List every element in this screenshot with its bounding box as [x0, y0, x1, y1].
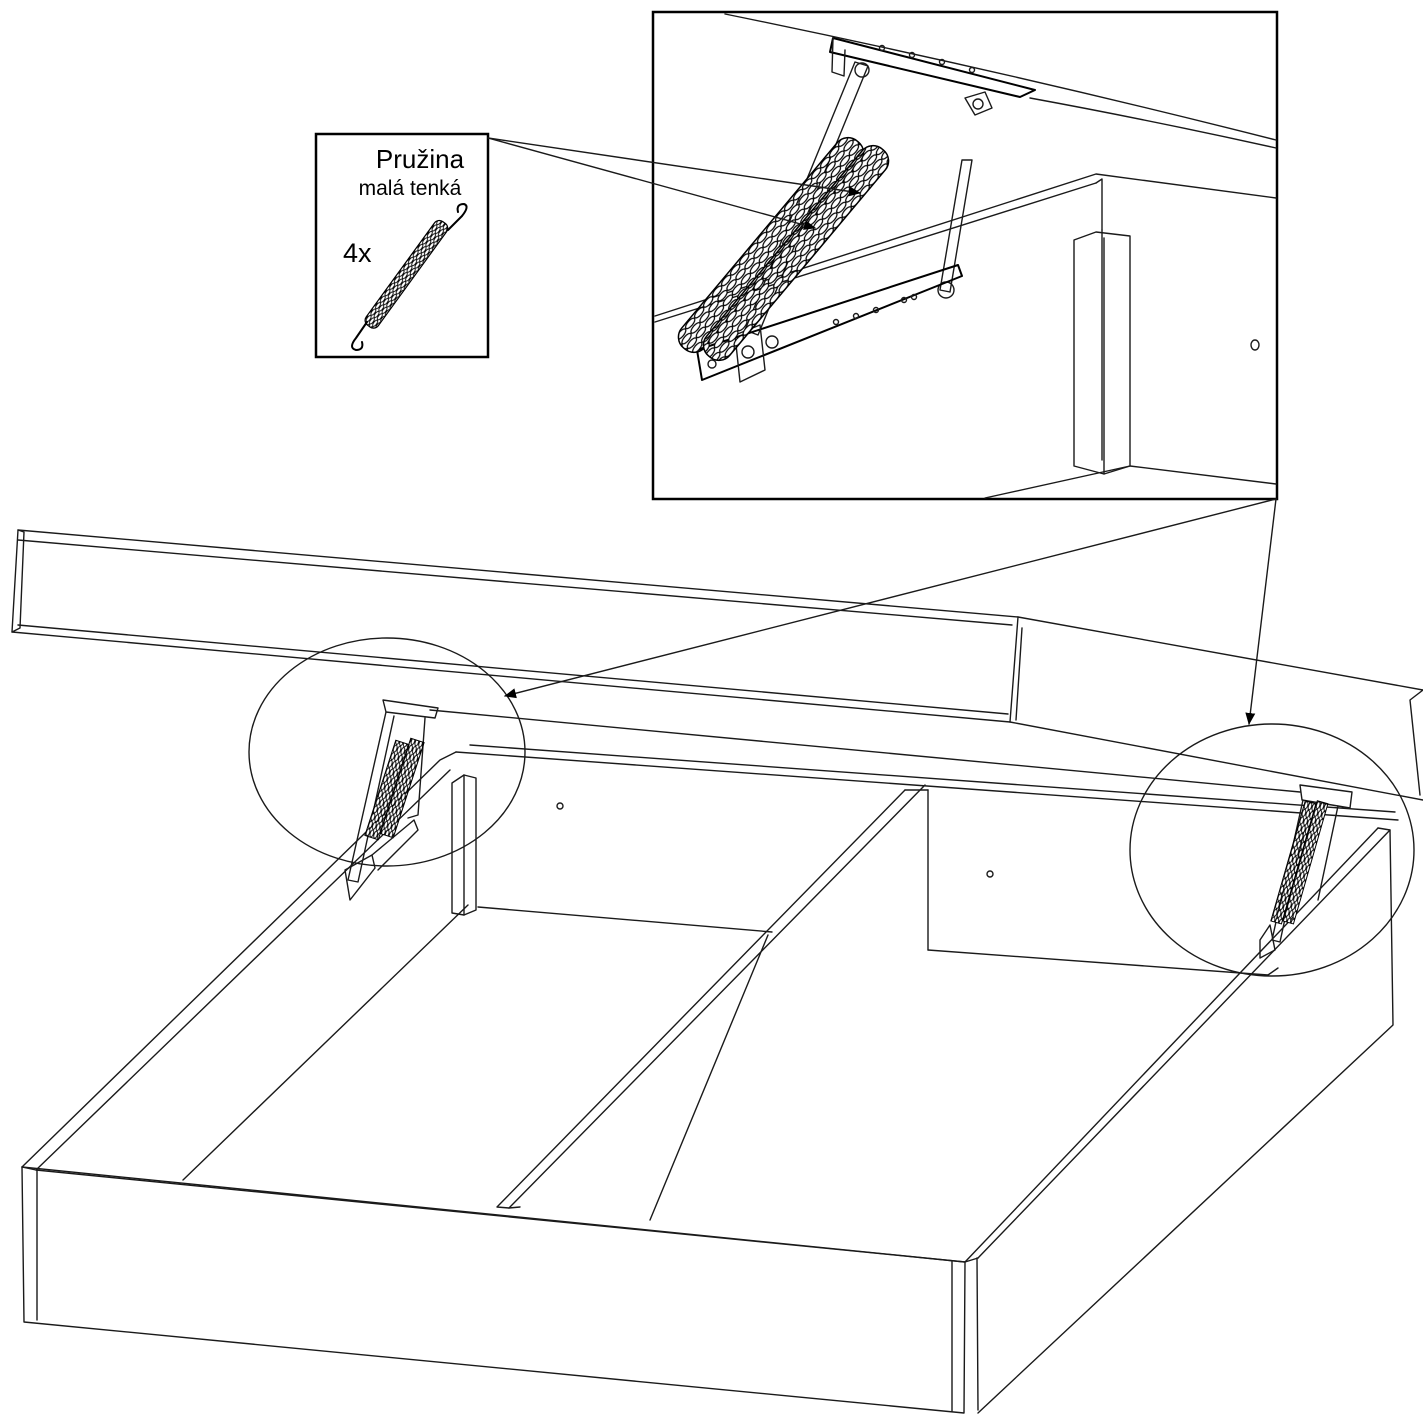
right-lift-mechanism: [1259, 784, 1353, 959]
bed-base: [21, 744, 1399, 1414]
left-lift-mechanism: [344, 699, 439, 901]
right-detail-circle: [1129, 723, 1415, 977]
part-variant: malá tenká: [359, 177, 462, 200]
extension-spring-icon: [351, 203, 468, 351]
leader-lines: [487, 137, 1277, 725]
part-quantity: 4x: [343, 238, 372, 268]
left-detail-circle: [248, 637, 526, 867]
part-callout: Pružina malá tenká 4x: [314, 132, 490, 359]
part-name: Pružina: [376, 144, 465, 174]
bed-lid: [11, 529, 1423, 801]
detail-inset: [651, 10, 1279, 501]
